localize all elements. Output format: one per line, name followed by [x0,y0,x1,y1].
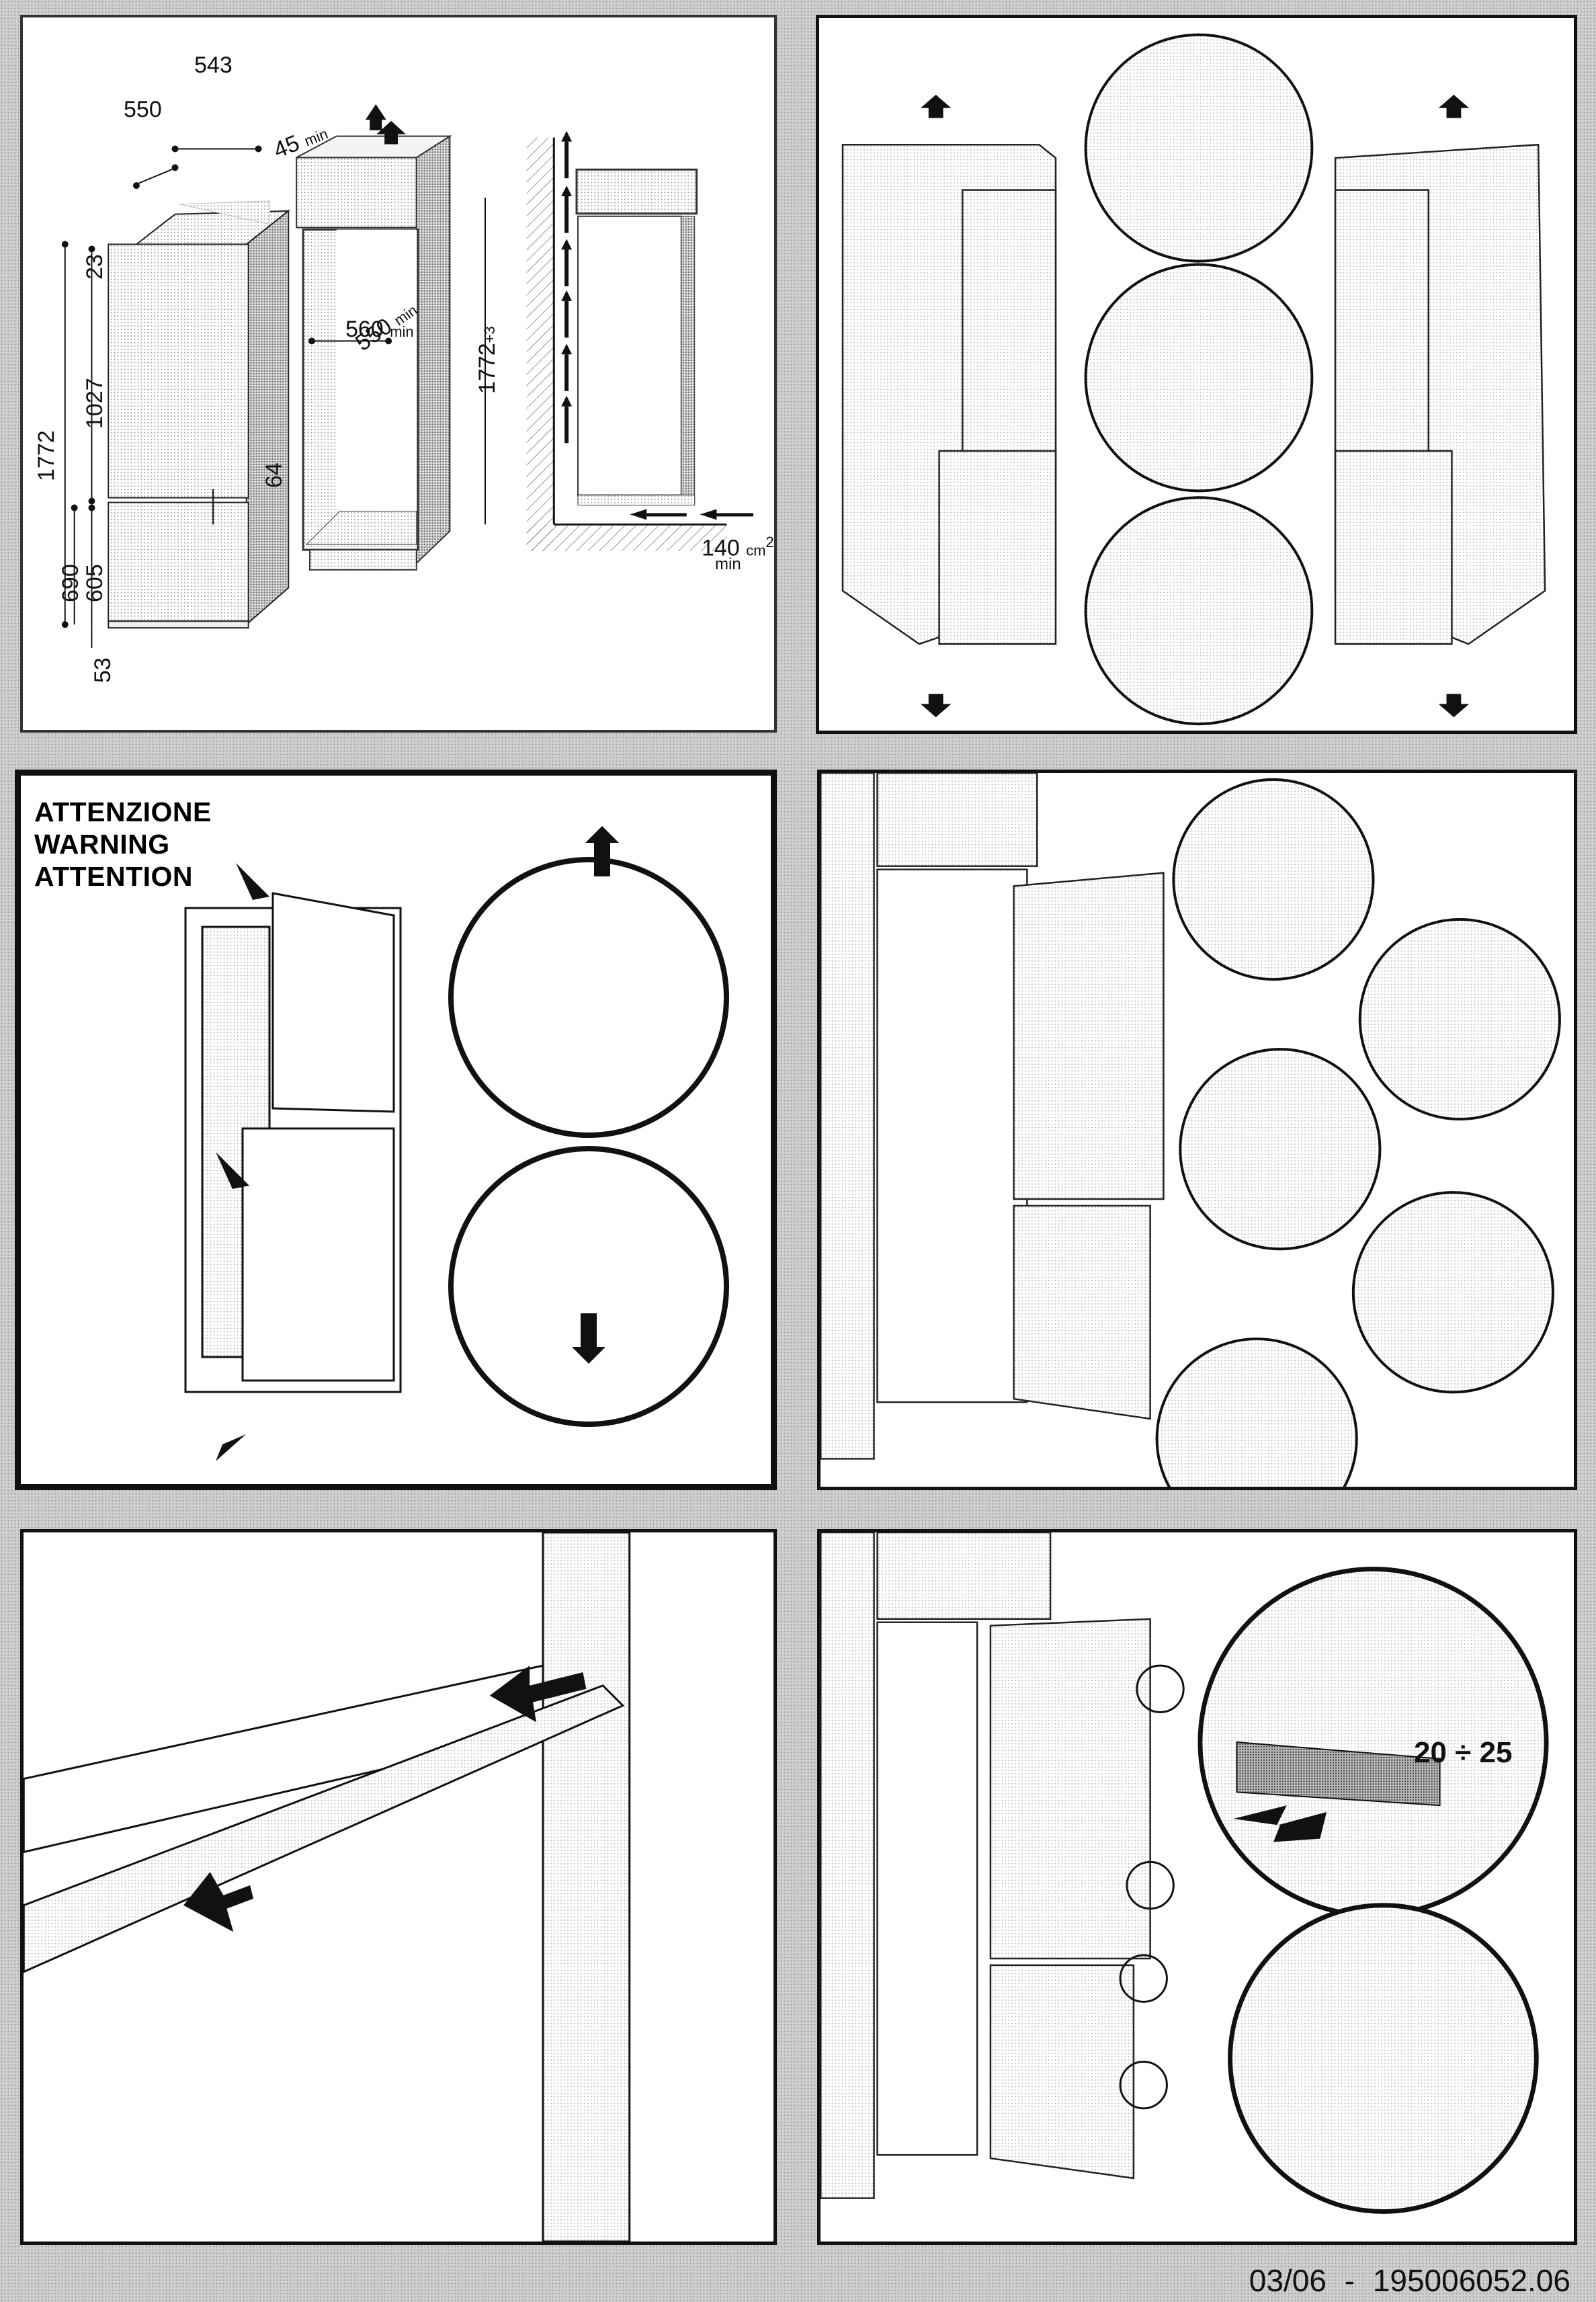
warning-panel: ATTENZIONE WARNING ATTENTION [15,770,777,1490]
document-footer: 03/06 - 195006052.06 [1249,2262,1570,2299]
up-arrow-icon [376,120,406,145]
niche-fixing-diagram [821,773,1561,1487]
door-slide-diagram [24,1532,631,2242]
dim-niche-height: 1772+3 [474,326,500,394]
warning-diagram [184,826,729,1461]
warning-heading: ATTENZIONE WARNING ATTENTION [34,796,212,893]
direction-arrows [920,94,1470,718]
bracket-markers [1119,1664,1185,2110]
ventilation-min-label: min [715,555,741,573]
bracket-plate [1236,1741,1441,1807]
hinge-arrow-icon [489,1666,587,1723]
cabinet-side [542,1532,631,2242]
warning-detail-circles [448,857,729,1427]
part-number: 195006052.06 [1372,2263,1570,2298]
niche-fixing-panel [817,770,1577,1490]
door-reversal-panel [816,15,1577,734]
date-code: 03/06 [1249,2263,1327,2298]
door-slide-panel [20,1529,777,2245]
footer-separator: - [1344,2263,1355,2298]
dim-niche-width: 560 min [345,317,414,342]
appliance-drawing [108,200,291,629]
dimensions-diagram [61,104,754,648]
dim-fridge-door: 1027 [82,378,108,429]
dim-freezer-height: 690 [58,564,83,602]
dim-door-gap: 64 [261,462,287,488]
slide-rail [24,1684,625,1973]
open-fridge [821,773,1165,1460]
down-arrow-icon [572,1313,605,1364]
dim-plinth: 53 [90,657,116,683]
open-fridge [821,1532,1151,2199]
fridge-left [841,143,1057,645]
push-arrow-icon [183,1872,254,1932]
door-reversal-diagram [841,33,1546,726]
fixing-detail-circles [1155,778,1561,1487]
door-bracket-panel: 20 ÷ 25 [817,1529,1577,2245]
fridge-right [1334,143,1546,645]
niche-drawing [296,104,452,571]
dim-total-height: 1772 [34,430,59,481]
door-bracket-diagram [821,1532,1549,2214]
bracket-detail-circles [1198,1567,1549,2214]
bracket-distance-label: 20 ÷ 25 [1414,1736,1513,1769]
ventilation-area-label: 140 cm2 [702,534,774,561]
detail-circles [1084,33,1314,726]
dim-freezer-door: 605 [82,564,108,602]
push-arrow-icon [1233,1805,1327,1842]
dim-width: 543 [194,52,233,78]
up-arrow-icon [585,826,619,876]
warning-text-it: ATTENZIONE [34,796,212,827]
warning-text-en: WARNING [34,829,170,860]
ventilation-diagram [526,130,754,552]
dim-top-gap: 23 [82,254,108,280]
dimensions-panel: 550 543 23 1027 1772 64 690 605 53 45 mi… [20,15,777,733]
appliance-outline [184,892,402,1393]
warning-text-fr: ATTENTION [34,861,194,892]
dimension-lines [61,145,487,648]
airflow-arrows [561,130,754,520]
warning-arrows [216,863,269,1461]
dim-depth: 550 [124,97,162,122]
